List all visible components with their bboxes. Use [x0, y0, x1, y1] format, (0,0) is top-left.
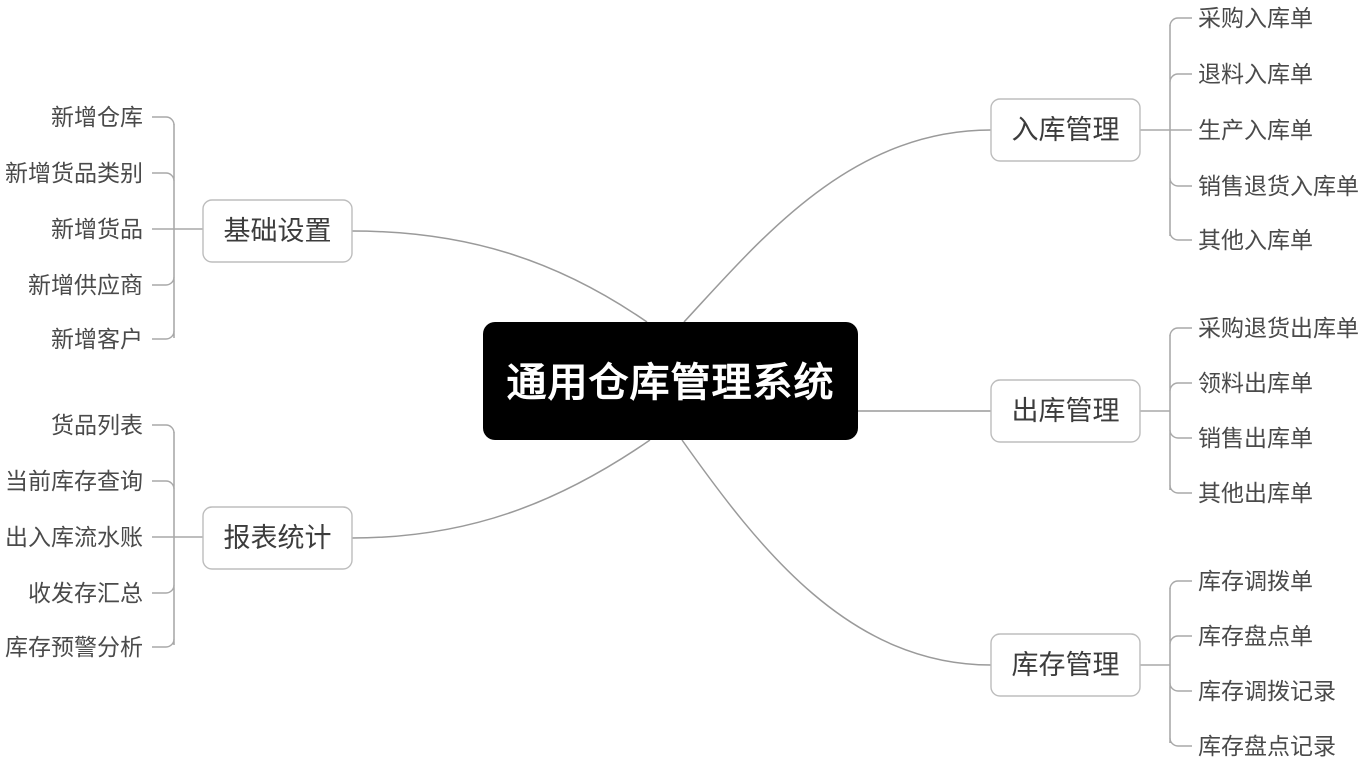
branch-node-inbound-management[interactable]	[990, 98, 1141, 162]
leaf-link-2	[1169, 682, 1192, 692]
leaf-link-3	[152, 276, 175, 286]
leaf-label[interactable]: 销售出库单	[1198, 425, 1313, 451]
root-node-box[interactable]	[483, 322, 858, 440]
leaf-label[interactable]: 生产入库单	[1198, 117, 1313, 143]
leaf-label[interactable]: 采购退货出库单	[1198, 315, 1359, 341]
leaf-label[interactable]: 库存盘点单	[1198, 623, 1313, 649]
leaf-label[interactable]: 出入库流水账	[5, 524, 143, 550]
leaf-label[interactable]: 库存调拨单	[1198, 568, 1313, 594]
leaf-label[interactable]: 库存预警分析	[5, 634, 143, 660]
leaf-label[interactable]: 当前库存查询	[5, 468, 143, 494]
leaf-label[interactable]: 新增货品	[51, 216, 143, 242]
leaves-inbound-management: 采购入库单 退料入库单 生产入库单 销售退货入库单 其他入库单	[1198, 5, 1359, 253]
connector-root-to-inventory	[681, 439, 992, 666]
leaf-link-1	[1169, 382, 1192, 392]
connector-root-to-report-statistics	[351, 439, 651, 539]
branch-inventory-management[interactable]: 库存管理 库存调拨单 库存盘点单 库存调拨记录 库存盘点记录	[990, 568, 1336, 759]
root-node[interactable]: 通用仓库管理系统	[483, 322, 858, 440]
leaves-inventory-management: 库存调拨单 库存盘点单 库存调拨记录 库存盘点记录	[1198, 568, 1336, 759]
leaf-label[interactable]: 新增货品类别	[5, 160, 143, 186]
leaves-basic-settings: 新增仓库 新增货品类别 新增货品 新增供应商 新增客户	[5, 104, 143, 352]
leaf-label[interactable]: 其他出库单	[1198, 480, 1313, 506]
leaf-label[interactable]: 收发存汇总	[28, 580, 143, 606]
root-connectors	[351, 129, 992, 666]
leaf-link-2	[1169, 429, 1192, 439]
leaf-link-3	[152, 584, 175, 594]
root-node-label: 通用仓库管理系统	[507, 361, 835, 405]
branch-report-statistics[interactable]: 报表统计 货品列表 当前库存查询 出入库流水账 收发存汇总 库存预警分析	[5, 412, 353, 660]
bracket-basic-settings	[152, 116, 203, 340]
branch-label-inventory-management: 库存管理	[1012, 650, 1120, 680]
leaf-link-4	[1169, 231, 1192, 241]
leaf-link-4	[152, 638, 175, 648]
leaf-label[interactable]: 新增客户	[51, 326, 143, 352]
branch-label-outbound-management: 出库管理	[1012, 396, 1120, 426]
leaf-label[interactable]: 销售退货入库单	[1198, 173, 1359, 199]
leaf-label[interactable]: 货品列表	[51, 412, 143, 438]
branch-label-basic-settings: 基础设置	[224, 216, 332, 246]
branch-basic-settings[interactable]: 基础设置 新增仓库 新增货品类别 新增货品 新增供应商 新增客户	[5, 104, 353, 352]
leaf-link-0	[152, 424, 175, 434]
connector-root-to-inbound	[683, 129, 992, 323]
leaf-link-0	[152, 116, 175, 126]
branch-node-outbound-management[interactable]	[990, 379, 1141, 443]
leaf-label[interactable]: 库存调拨记录	[1198, 678, 1336, 704]
connector-root-to-basic-settings	[351, 230, 648, 323]
leaf-label[interactable]: 新增供应商	[28, 272, 143, 298]
branch-node-report-statistics[interactable]	[202, 506, 353, 570]
bracket-inventory-management	[1140, 580, 1192, 747]
leaf-link-0	[1169, 17, 1192, 27]
branch-node-inventory-management[interactable]	[990, 633, 1141, 697]
leaf-link-1	[1169, 635, 1192, 645]
leaf-link-3	[1169, 484, 1192, 494]
leaf-link-0	[1169, 580, 1192, 590]
leaf-label[interactable]: 新增仓库	[51, 104, 143, 130]
leaf-link-1	[152, 480, 175, 490]
leaf-link-3	[1169, 737, 1192, 747]
branch-label-report-statistics: 报表统计	[224, 523, 332, 553]
bracket-report-statistics	[152, 424, 203, 648]
leaf-label[interactable]: 领料出库单	[1198, 370, 1313, 396]
branch-outbound-management[interactable]: 出库管理 采购退货出库单 领料出库单 销售出库单 其他出库单	[990, 315, 1359, 506]
branch-inbound-management[interactable]: 入库管理 采购入库单 退料入库单 生产入库单 销售退货入库单 其他入库单	[990, 5, 1359, 253]
leaves-outbound-management: 采购退货出库单 领料出库单 销售出库单 其他出库单	[1198, 315, 1359, 506]
leaf-link-3	[1169, 177, 1192, 187]
leaf-label[interactable]: 退料入库单	[1198, 61, 1313, 87]
bracket-inbound-management	[1140, 17, 1192, 241]
leaf-link-4	[152, 330, 175, 340]
leaf-label[interactable]: 采购入库单	[1198, 5, 1313, 31]
branch-label-inbound-management: 入库管理	[1012, 115, 1120, 145]
leaf-link-1	[152, 172, 175, 182]
leaves-report-statistics: 货品列表 当前库存查询 出入库流水账 收发存汇总 库存预警分析	[5, 412, 143, 660]
leaf-label[interactable]: 库存盘点记录	[1198, 733, 1336, 759]
leaf-link-0	[1169, 327, 1192, 337]
branch-node-basic-settings[interactable]	[202, 199, 353, 263]
leaf-link-1	[1169, 73, 1192, 83]
leaf-label[interactable]: 其他入库单	[1198, 227, 1313, 253]
bracket-outbound-management	[1140, 327, 1192, 494]
